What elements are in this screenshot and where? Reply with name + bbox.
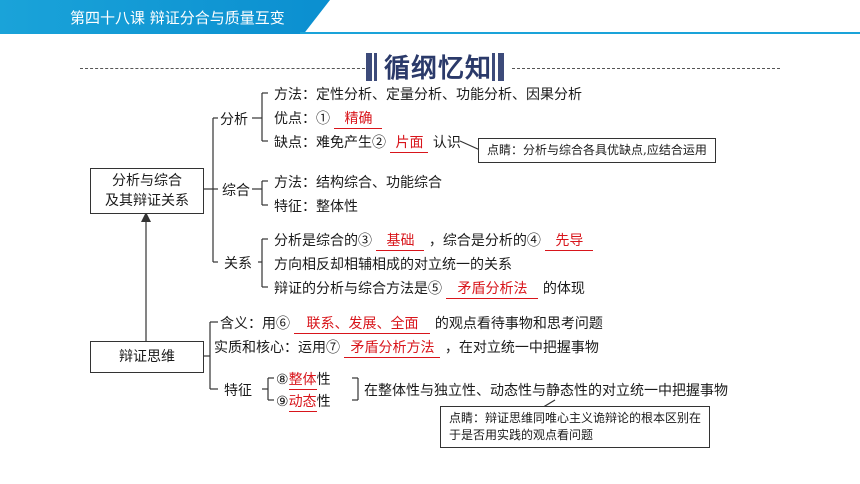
feature-label: 特征 [224,383,252,399]
meaning-suffix: 的观点看待事物和思考问题 [434,316,603,332]
box-line-1: 分析与综合 [112,173,182,189]
relation-answer-a: 基础 [376,230,425,251]
section-bar-left-thin [374,53,377,81]
section-bar-left [366,53,372,81]
relation-line-3: 辩证的分析与综合方法是⑤ 矛盾分析法 的体现 [274,278,585,299]
dialectical-tip: 点睛：辩证思维同唯心主义诡辩论的根本区别在 于是否用实践的观点看问题 [440,406,711,448]
lesson-title: 第四十八课 辩证分合与质量互变 [70,9,285,27]
box-line-2: 及其辩证关系 [105,193,189,209]
feature-description: 在整体性与独立性、动态性与静态性的对立统一中把握事物 [364,383,728,399]
feature-1-num: ⑧ [276,372,289,388]
dialectical-tip-line-2: 于是否用实践的观点看问题 [449,428,594,442]
section-bar-right-thin [492,53,495,81]
dialectical-tip-line-1: 点睛：辩证思维同唯心主义诡辩论的根本区别在 [449,411,702,425]
flaw-prefix: 缺点：难免产生② [274,135,386,151]
relation-3b: 的体现 [542,281,585,297]
dialectical-meaning: 含义：用⑥ 联系、发展、全面 的观点看待事物和思考问题 [220,313,603,334]
core-suffix: ，在对立统一中把握事物 [444,340,599,356]
relation-1b: ，综合是分析的④ [428,233,541,249]
relation-answer-c: 矛盾分析法 [446,278,539,299]
dialectical-core: 实质和核心：运用⑦ 矛盾分析方法 ，在对立统一中把握事物 [214,337,599,358]
synthesis-feature: 特征：整体性 [274,199,358,215]
analysis-label: 分析 [220,112,248,128]
merit-prefix: 优点：① [274,111,330,127]
header-band [0,0,330,34]
analysis-synthesis-box: 分析与综合 及其辩证关系 [90,168,204,214]
relation-line-1: 分析是综合的③ 基础 ，综合是分析的④ 先导 [274,230,594,251]
analysis-tip: 点睛：分析与综合各具优缺点,应结合运用 [478,138,716,163]
feature-1-suffix: 性 [316,372,331,388]
relation-answer-b: 先导 [545,230,594,251]
feature-2-suffix: 性 [316,394,331,410]
feature-1-answer: 整体 [288,369,317,390]
flaw-answer: 片面 [390,132,429,153]
header-rule [300,32,860,34]
feature-2-answer: 动态 [288,391,317,412]
relation-line-2: 方向相反却相辅相成的对立统一的关系 [274,257,512,273]
meaning-prefix: 含义：用⑥ [220,316,290,332]
section-title: 循纲忆知 [384,54,493,84]
merit-answer: 精确 [334,108,383,129]
synthesis-label: 综合 [222,183,250,199]
relation-3a: 辩证的分析与综合方法是⑤ [274,281,442,297]
dialectical-box-label: 辩证思维 [119,349,175,365]
core-prefix: 实质和核心：运用⑦ [214,340,340,356]
relation-label: 关系 [224,256,252,272]
feature-2-num: ⑨ [276,394,289,410]
section-dash-left [80,68,365,69]
dialectical-thinking-box: 辩证思维 [90,341,204,373]
relation-1a: 分析是综合的③ [274,233,372,249]
synthesis-method: 方法：结构综合、功能综合 [274,175,442,191]
section-bar-right [498,53,504,81]
analysis-merit: 优点：① 精确 [274,108,383,129]
analysis-flaw: 缺点：难免产生② 片面 认识 [274,132,461,153]
section-dash-right [512,68,780,69]
meaning-answer: 联系、发展、全面 [294,313,431,334]
analysis-method: 方法：定性分析、定量分析、功能分析、因果分析 [274,87,582,103]
core-answer: 矛盾分析方法 [344,337,441,358]
feature-2: ⑨动态性 [276,391,331,412]
flaw-suffix: 认识 [432,135,461,151]
feature-1: ⑧整体性 [276,369,331,390]
